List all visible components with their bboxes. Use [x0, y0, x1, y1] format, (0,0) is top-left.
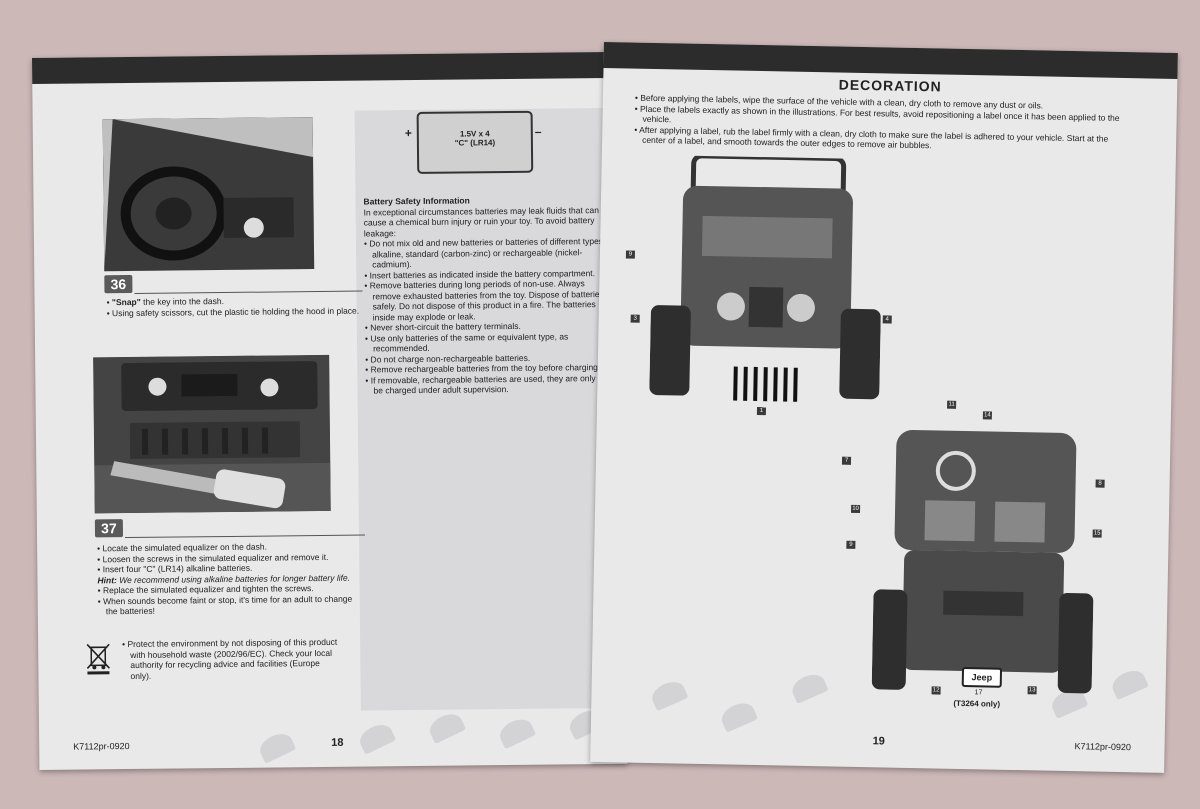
battery-diagram: 1.5V x 4 "C" (LR14) — [416, 110, 534, 174]
badge-note: (T3264 only) — [953, 698, 1001, 709]
badge-number: 17 — [974, 689, 983, 697]
vehicle-front-illustration — [649, 153, 884, 409]
vehicle-rear-illustration — [871, 419, 1096, 703]
callout-rear-8: 8 — [1095, 479, 1105, 488]
callout-rear-9: 9 — [846, 540, 856, 549]
background-mark — [256, 729, 297, 764]
callout-rear-11: 11 — [947, 400, 957, 409]
jeep-badge-label: Jeep — [961, 666, 1003, 688]
battery-safety-intro: In exceptional circumstances batteries m… — [363, 204, 599, 239]
callout-rear-15: 15 — [1092, 529, 1102, 538]
callout-rear-7: 7 — [841, 456, 852, 465]
decoration-instructions: Before applying the labels, wipe the sur… — [634, 93, 1135, 155]
callout-rear-10: 10 — [851, 504, 861, 514]
right-page: DECORATION Before applying the labels, w… — [590, 42, 1178, 773]
background-mark — [1108, 666, 1149, 701]
left-page: 36 "Snap" the key into the dash. Using s… — [32, 51, 628, 770]
right-page-number: 19 — [872, 735, 885, 748]
battery-safety-item: If removable, rechargeable batteries are… — [371, 372, 613, 396]
right-footer-code: K7112pr-0920 — [1074, 741, 1132, 753]
step-37-item: When sounds become faint or stop, it's t… — [103, 593, 358, 617]
battery-minus: – — [534, 124, 542, 139]
weee-notice: Protect the environment by not disposing… — [122, 637, 342, 681]
battery-safety-item: Remove batteries during long periods of … — [370, 278, 612, 323]
step-37-badge: 37 — [94, 519, 124, 538]
crossed-bin-icon — [84, 641, 112, 675]
key-dash-photo — [102, 117, 315, 272]
step-37-text: Locate the simulated equalizer on the da… — [97, 541, 358, 617]
background-mark — [788, 670, 829, 704]
step-36-badge: 36 — [104, 274, 133, 294]
background-mark — [356, 720, 397, 755]
callout-front-9: 9 — [625, 250, 636, 259]
background-mark — [718, 698, 759, 733]
battery-plus: + — [404, 126, 412, 141]
snap-bold: "Snap" — [111, 296, 141, 308]
step-37-rule — [125, 534, 366, 539]
battery-safety-item: Use only batteries of the same or equiva… — [370, 330, 613, 354]
snap-rest: the key into the dash. — [140, 296, 224, 307]
step-36-text: "Snap" the key into the dash. Using safe… — [107, 295, 367, 319]
left-header-bar — [32, 51, 621, 84]
callout-front-4: 4 — [882, 315, 892, 324]
left-footer-code: K7112pr-0920 — [73, 741, 130, 752]
callout-front-3: 3 — [630, 314, 640, 323]
step-36-rule — [134, 290, 363, 294]
background-mark — [425, 709, 467, 744]
hint-label: Hint: — [97, 574, 117, 585]
callout-rear-12: 12 — [931, 686, 941, 695]
equalizer-photo — [93, 354, 331, 514]
battery-safety-section: Battery Safety Information In exceptiona… — [363, 194, 613, 396]
step-36-line2: Using safety scissors, cut the plastic t… — [112, 305, 367, 318]
background-mark — [496, 714, 537, 750]
callout-rear-14: 14 — [982, 411, 992, 420]
callout-front-1: 1 — [756, 407, 767, 416]
background-mark — [648, 677, 689, 712]
battery-safety-item: Do not mix old and new batteries or batt… — [369, 236, 612, 270]
hint-text: We recommend using alkaline batteries fo… — [116, 572, 351, 585]
battery-type: "C" (LR14) — [454, 138, 496, 148]
weee-text: Protect the environment by not disposing… — [127, 637, 342, 681]
callout-rear-13: 13 — [1027, 686, 1037, 695]
left-page-number: 18 — [331, 736, 344, 749]
